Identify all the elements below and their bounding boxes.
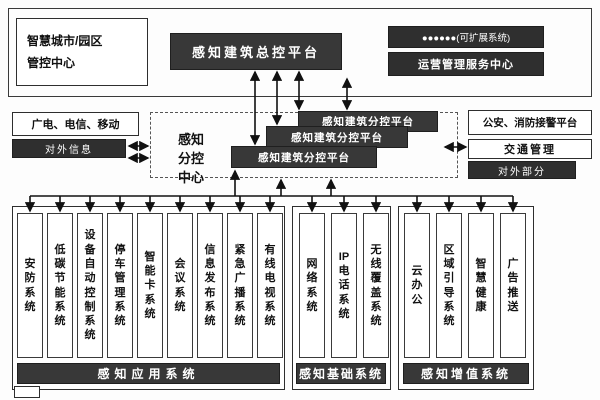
system-label: 停车管理系统 [114,243,126,328]
group-title-application: 感知应用系统 [17,363,280,384]
master-platform-box: 感知建筑总控平台 [170,33,342,70]
operation-center-box: 运营管理服务中心 [388,52,544,76]
system-box: 停车管理系统 [107,213,133,358]
group-title-basic: 感知基础系统 [296,363,386,384]
external-part-box: 对外部分 [468,161,576,179]
system-label: 低碳节能系统 [54,243,66,328]
expandable-system-box: ●●●●●●(可扩展系统) [388,26,544,48]
sub-platform-box-2: 感知建筑分控平台 [266,126,408,148]
system-label: 网络系统 [306,257,318,313]
city-control-center-line2: 管控中心 [27,55,76,70]
sub-platform-box-3: 感知建筑分控平台 [231,146,377,168]
system-label: 安防系统 [24,257,36,313]
system-label: 云办公 [411,265,423,306]
system-box: 智能卡系统 [137,213,163,358]
system-box: 无线覆盖系统 [363,213,389,358]
system-label: 区域引导系统 [443,243,455,328]
system-label: 智能卡系统 [144,250,156,320]
system-box: 低碳节能系统 [47,213,73,358]
system-box: 区域引导系统 [436,213,462,358]
police-fire-box: 公安、消防接警平台 [468,110,592,135]
system-box: 网络系统 [299,213,325,358]
traffic-box: 交通管理 [468,139,592,159]
system-box: 紧急广播系统 [227,213,253,358]
system-box: IP电话系统 [331,213,357,358]
clipped-box [14,386,40,398]
system-box: 云办公 [404,213,430,358]
telecom-box: 广电、电信、移动 [12,112,139,136]
sub-control-center-label: 感知分控中心 [178,132,205,185]
system-box: 会议系统 [167,213,193,358]
system-box: 信息发布系统 [197,213,223,358]
system-label: 智慧健康 [475,257,487,313]
system-box: 安防系统 [17,213,43,358]
system-label: 会议系统 [174,257,186,313]
system-label: 紧急广播系统 [234,243,246,328]
system-label: 广告推送 [507,257,519,313]
system-box: 有线电视系统 [257,213,283,358]
group-title-value-added: 感知增值系统 [403,363,529,384]
system-label: IP电话系统 [338,250,350,320]
system-label: 有线电视系统 [264,243,276,328]
system-box: 设备自动控制系统 [77,213,103,358]
system-label: 信息发布系统 [204,243,216,328]
system-box: 智慧健康 [468,213,494,358]
city-control-center-box: 智慧城市/园区 管控中心 [16,18,148,86]
city-control-center-line1: 智慧城市/园区 [27,34,103,48]
system-box: 广告推送 [500,213,526,358]
system-label: 无线覆盖系统 [370,243,382,328]
external-info-box: 对外信息 [12,139,126,158]
system-label: 设备自动控制系统 [84,229,96,342]
